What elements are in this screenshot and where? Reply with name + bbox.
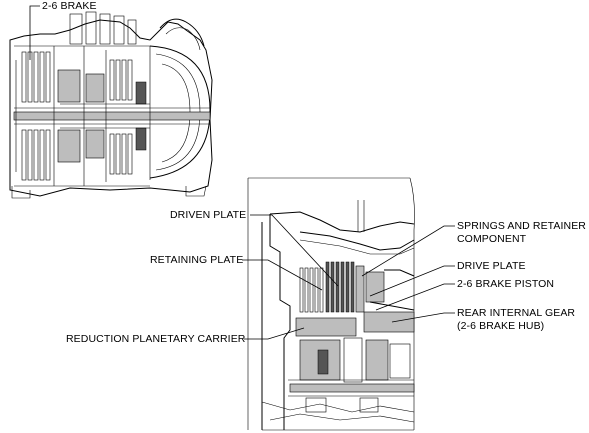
label-drive-plate: DRIVE PLATE — [457, 260, 526, 272]
label-driven-plate: DRIVEN PLATE — [170, 209, 247, 221]
label-2-6-brake-piston: 2-6 BRAKE PISTON — [457, 278, 555, 290]
label-rear-internal-gear-line1: REAR INTERNAL GEAR — [457, 307, 576, 319]
detail-cutaway — [247, 177, 415, 431]
label-rear-internal-gear-line2: (2-6 BRAKE HUB) — [457, 320, 545, 332]
leader-lines — [29, 5, 455, 340]
label-retaining-plate: RETAINING PLATE — [150, 254, 244, 266]
label-reduction-planetary-carrier: REDUCTION PLANETARY CARRIER — [66, 333, 246, 345]
overview-cutaway — [9, 11, 213, 199]
label-2-6-brake: 2-6 BRAKE — [42, 0, 97, 12]
label-springs-retainer-line2: COMPONENT — [457, 233, 527, 245]
label-springs-retainer-line1: SPRINGS AND RETAINER — [457, 220, 586, 232]
clutch-plate-stack — [299, 261, 385, 313]
